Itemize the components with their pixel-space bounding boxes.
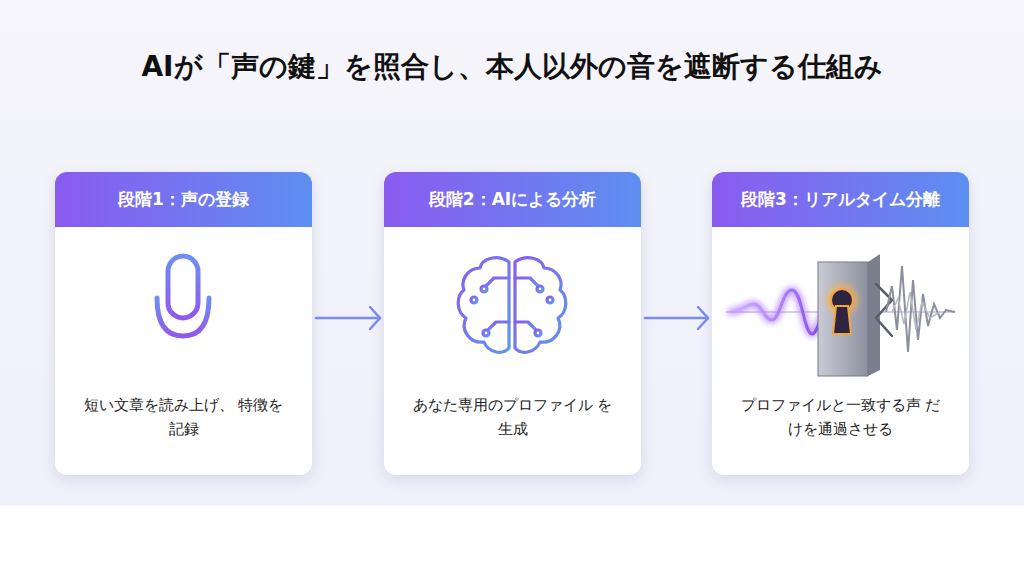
voice-gate-icon (726, 254, 955, 376)
stage-description: あなた専用のプロファイル を生成 (384, 393, 641, 459)
microphone-icon (157, 256, 209, 356)
brain-icon (458, 258, 566, 353)
stage-card: 段階1：声の登録短い文章を読み上げ、 特徴を記録 (55, 172, 312, 475)
stage-header: 段階3：リアルタイム分離 (712, 172, 969, 227)
stage-description: 短い文章を読み上げ、 特徴を記録 (55, 393, 312, 459)
flow-arrow (316, 317, 380, 320)
stage-header: 段階1：声の登録 (55, 172, 312, 227)
diagram-title: AIが「声の鍵」を照合し、本人以外の音を遮断する仕組み (0, 48, 1024, 86)
stage-card: 段階2：AIによる分析あなた専用のプロファイル を生成 (384, 172, 641, 475)
stage-card: 段階3：リアルタイム分離プロファイルと一致する声 だけを通過させる (712, 172, 969, 475)
stage-description: プロファイルと一致する声 だけを通過させる (712, 393, 969, 459)
stage-header: 段階2：AIによる分析 (384, 172, 641, 227)
flow-arrow (645, 317, 708, 320)
